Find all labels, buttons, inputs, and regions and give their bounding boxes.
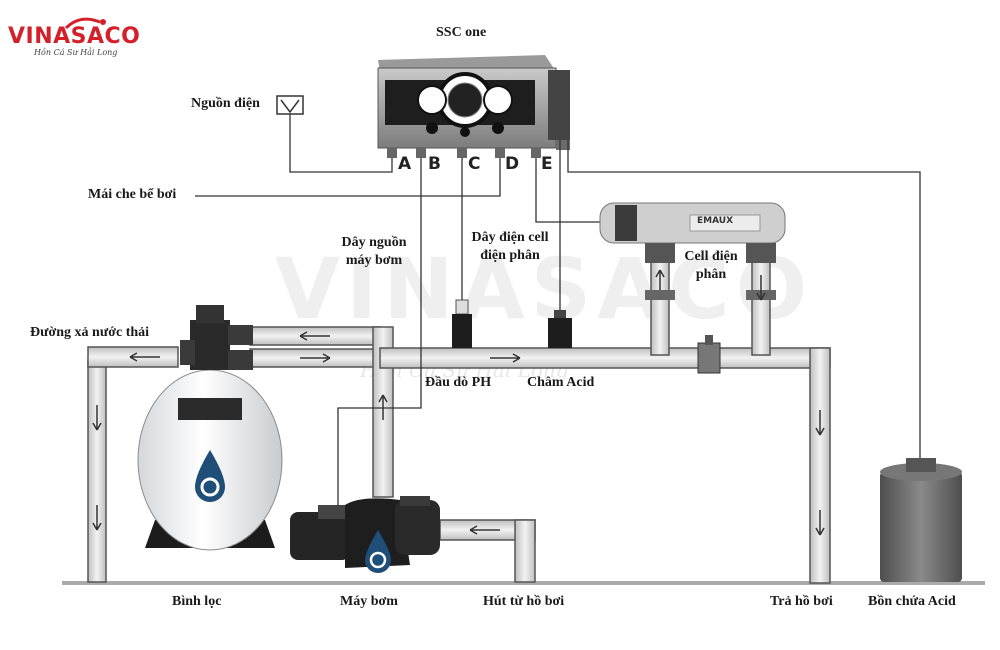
ph-probe [452, 299, 472, 348]
cell-outlet-riser [751, 254, 771, 356]
flow-arrows [92, 269, 825, 536]
multiport-valve [190, 320, 230, 370]
wire-power-to-a [289, 112, 393, 173]
return-label: Trả hồ bơi [770, 594, 833, 609]
inline-valve [697, 342, 721, 374]
controller-label: SSC one [436, 25, 487, 40]
waste-pipe-vertical [87, 359, 107, 583]
port-c-label: C [468, 154, 481, 174]
pool-pump [290, 496, 440, 573]
pump-strainer [395, 500, 440, 555]
power-source-icon [276, 95, 304, 115]
filter-label: Bình lọc [172, 594, 222, 609]
pump-power-label: Dây nguồn máy bơm [334, 234, 414, 270]
cell-label: Cell điện phân [676, 248, 746, 284]
power-source-label: Nguồn điện [191, 96, 260, 111]
wire-b-to-pump [337, 158, 422, 505]
port-d-label: D [505, 154, 520, 174]
wire-e-to-cell [535, 158, 600, 223]
pump-label: Máy bơm [340, 594, 398, 609]
pool-cover-label: Mái che bể bơi [88, 187, 177, 202]
suction-pipe-vertical [514, 519, 536, 583]
cell-inlet-valve [645, 290, 675, 300]
pump-motor [290, 512, 350, 560]
valve-handle [705, 335, 713, 345]
cell-label-line1: Cell điện [684, 249, 738, 264]
electrolysis-cell [599, 202, 786, 263]
pump-power-label-line2: máy bơm [345, 253, 403, 268]
cell-wire-label: Dây điện cell điện phân [455, 229, 565, 265]
ph-probe-label: Đầu dò PH [425, 375, 492, 390]
suction-label: Hút từ hồ bơi [483, 594, 565, 609]
wire-to-acid-tank [567, 140, 921, 458]
sand-filter [137, 305, 283, 551]
pump-power-label-line1: Dây nguồn [341, 235, 407, 250]
filter-label-plate [178, 398, 242, 420]
return-pipe-vertical [809, 347, 831, 584]
acid-tank [880, 458, 962, 582]
logo-wordmark: VINASACO [8, 24, 141, 49]
controller-ports [387, 148, 541, 158]
port-b-label: B [428, 154, 441, 174]
port-a-label: A [398, 154, 412, 174]
acid-tank-body [880, 472, 962, 582]
acid-inject-label: Châm Acid [527, 375, 595, 390]
wire-d-to-cover [195, 158, 501, 197]
port-e-label: E [541, 154, 553, 174]
logo-tagline: Hồn Cá Sư Hải Long [34, 48, 118, 57]
swimmer-icon [64, 17, 106, 30]
valve-handle-top [196, 305, 224, 323]
acid-tank-label: Bồn chứa Acid [868, 594, 956, 609]
vinasaco-logo [8, 10, 128, 62]
controller-cable-box [548, 70, 570, 140]
cell-brand-label: EMAUX [697, 216, 734, 226]
cell-wire-label-line1: Dây điện cell [471, 230, 549, 245]
watermark: VINASACO [275, 240, 814, 338]
ssc-controller [377, 55, 570, 150]
cell-wire-label-line2: điện phân [480, 248, 540, 263]
acid-injector [548, 310, 572, 348]
cell-label-line2: phân [695, 267, 727, 282]
wires [195, 112, 921, 505]
waste-line-label: Đường xả nước thải [30, 325, 150, 340]
